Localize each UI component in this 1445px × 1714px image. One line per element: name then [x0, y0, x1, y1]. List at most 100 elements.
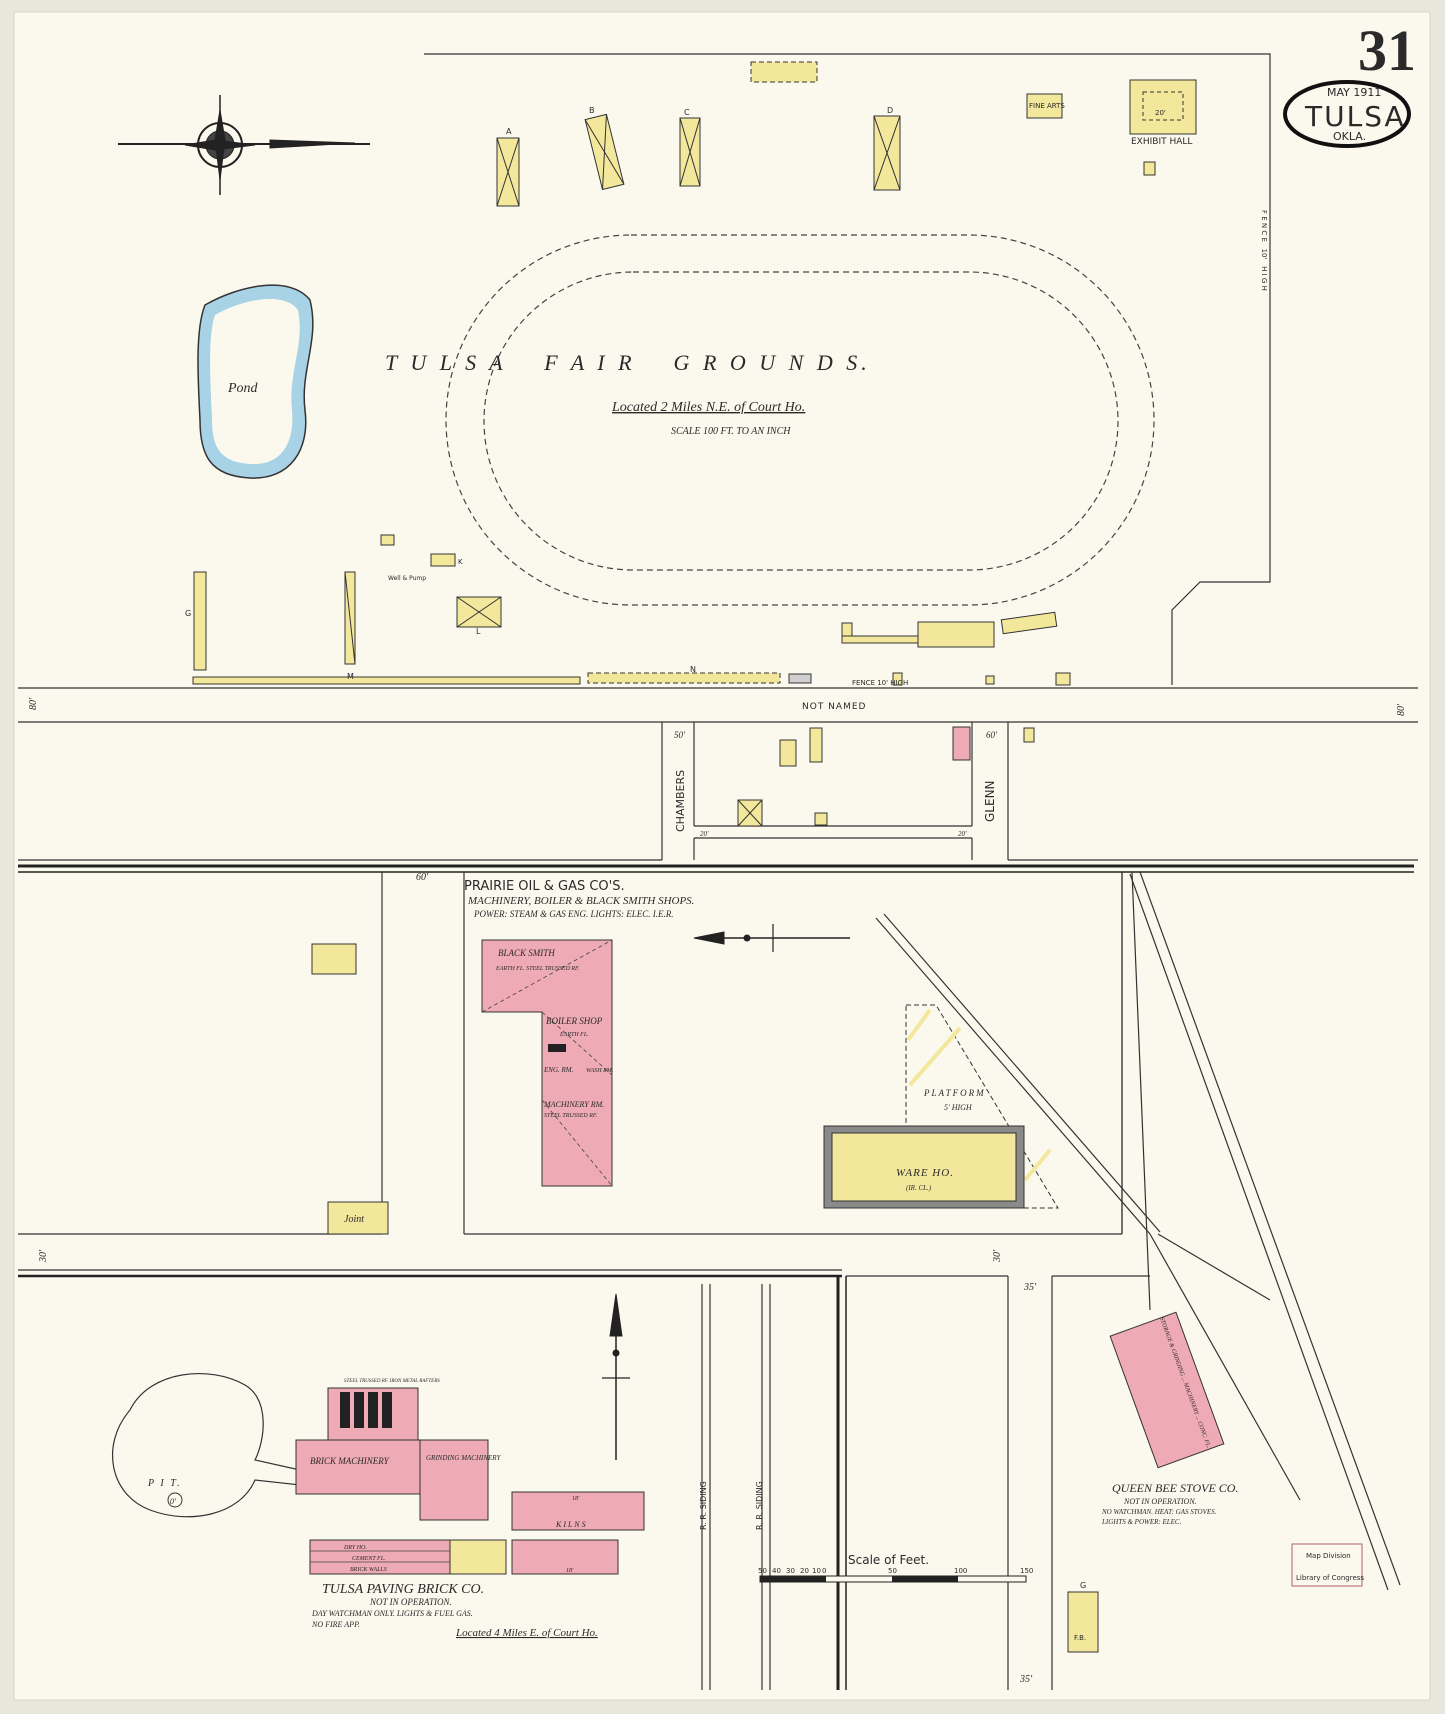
kiln-stacks-icon	[340, 1392, 392, 1428]
kiln-dim-2: 18'	[566, 1568, 574, 1574]
street-width-80-left: 80'	[28, 697, 39, 710]
north-arrow-icon	[693, 924, 850, 952]
kilns-label: K I L N S	[555, 1520, 586, 1529]
street-width-30-left: 30'	[38, 1249, 49, 1263]
queen-bee-building	[1109, 1311, 1225, 1469]
scale-tick-label: 10	[812, 1567, 821, 1575]
sheet-number: 31	[1358, 18, 1416, 83]
street-width-60: 60'	[986, 730, 998, 740]
warehouse	[831, 1132, 1017, 1202]
boiler-shop-label: BOILER SHOP	[546, 1016, 603, 1026]
street-width-35-bottom: 35'	[1019, 1674, 1033, 1685]
fairgrounds-scale-note: SCALE 100 FT. TO AN INCH	[671, 426, 791, 437]
race-track	[445, 234, 1155, 606]
roof-note: STEEL TRUSSED RF. IRON METAL RAFTERS	[344, 1379, 440, 1384]
building-label-m: M	[347, 672, 354, 681]
exhibit-hall-label: EXHIBIT HALL	[1131, 137, 1192, 147]
machinery-note: STEEL TRUSSED RF.	[544, 1113, 597, 1119]
pit-label: P I T.	[147, 1478, 182, 1489]
cement-label: CEMENT FL.	[352, 1556, 386, 1562]
queen-bee-watch: NO WATCHMAN. HEAT: GAS STOVES.	[1101, 1508, 1217, 1516]
fairgrounds-outline	[424, 53, 1271, 685]
street-width-30-mid: 30'	[992, 1249, 1003, 1263]
warehouse-label: WARE HO.	[896, 1167, 954, 1179]
black-smith-note: EARTH FL. STEEL TRUSSED RF.	[495, 966, 579, 972]
black-smith-label: BLACK SMITH	[498, 948, 555, 958]
fairgrounds-title: T U L S A F A I R G R O U N D S.	[385, 350, 871, 375]
railroad-main	[18, 864, 1414, 873]
scale-tick-label: 20	[800, 1567, 809, 1575]
platform-note: 5' HIGH	[944, 1103, 973, 1112]
rr-siding-2: R. R. SIDING	[755, 1481, 764, 1530]
brick-co-fire: NO FIRE APP.	[311, 1620, 360, 1629]
cartouche-state: OKLA.	[1333, 130, 1366, 143]
scale-tick-label: 0	[822, 1567, 826, 1575]
middle-block-buildings	[737, 726, 1035, 827]
city-cartouche	[1283, 80, 1411, 148]
street-width-50: 50'	[674, 730, 686, 740]
building-g-lower	[1067, 1591, 1099, 1653]
street-glenn-label: GLENN	[983, 780, 997, 822]
brick-walls-label: BRICK WALLS	[350, 1567, 387, 1573]
eng-rm-label: ENG. RM.	[543, 1066, 574, 1074]
warehouse-note: (IR. CL.)	[906, 1184, 932, 1192]
fence-right-label: F E N C E 10' H I G H	[1260, 210, 1268, 291]
hall-dim-label: 20'	[1155, 109, 1166, 117]
scale-tick-label: 150	[1020, 1567, 1033, 1575]
brick-co-location: Located 4 Miles E. of Court Ho.	[455, 1627, 598, 1639]
cartouche-city: TULSA	[1304, 100, 1406, 133]
north-arrow-lower-icon	[602, 1293, 630, 1460]
prairie-title: PRAIRIE OIL & GAS CO'S.	[464, 879, 625, 894]
street-width-60b: 60'	[416, 872, 429, 883]
queen-bee-lights: LIGHTS & POWER: ELEC.	[1101, 1518, 1182, 1526]
building-label-g-lower: G	[1080, 1581, 1086, 1590]
dry-ho-label: DRY HO.	[343, 1545, 367, 1551]
stamp-line-1: Map Division	[1306, 1552, 1351, 1560]
pond-label: Pond	[227, 381, 259, 396]
well-pump-label: Well & Pump	[388, 575, 426, 582]
kiln-dim: 18'	[572, 1496, 580, 1502]
prairie-power: POWER: STEAM & GAS ENG. LIGHTS: ELEC. I.…	[473, 909, 673, 919]
street-width-35-top: 35'	[1023, 1282, 1037, 1293]
scale-tick-label: 100	[954, 1567, 967, 1575]
map-paper	[13, 11, 1431, 1701]
building-label-fb: F.B.	[1074, 1634, 1086, 1642]
pit-depth-marker	[167, 1492, 183, 1508]
cartouche-date: MAY 1911	[1327, 86, 1381, 99]
street-not-named-label: NOT NAMED	[802, 702, 866, 712]
library-stamp: Map Division Library of Congress	[1291, 1543, 1364, 1587]
rr-siding-1: R. R. SIDING	[699, 1481, 708, 1530]
boiler-note: EARTH FL.	[559, 1032, 589, 1038]
scale-tick-label: 50	[758, 1567, 767, 1575]
grinding-label: GRINDING MACHINERY	[426, 1454, 501, 1462]
machinery-rm-label: MACHINERY RM.	[543, 1100, 604, 1109]
street-width-20: 20'	[700, 830, 709, 838]
brick-co-status: NOT IN OPERATION.	[369, 1597, 452, 1607]
wash-rm-label: WASH RM.	[586, 1068, 613, 1074]
queen-bee-title: QUEEN BEE STOVE CO.	[1112, 1481, 1238, 1495]
queen-bee-status: NOT IN OPERATION.	[1123, 1497, 1197, 1506]
building-label-c: C	[684, 108, 690, 117]
fine-arts-label: FINE ARTS	[1029, 102, 1065, 110]
fairgrounds-location-note: Located 2 Miles N.E. of Court Ho.	[611, 400, 805, 415]
building-label-k: K	[458, 558, 463, 566]
building-label-a: A	[506, 127, 512, 136]
scale-tick-label: 30	[786, 1567, 795, 1575]
brick-co-watch: DAY WATCHMAN ONLY. LIGHTS & FUEL GAS.	[311, 1609, 473, 1618]
building-label-b: B	[589, 106, 595, 115]
fairground-buildings	[192, 61, 1197, 686]
railroad-lower	[18, 1274, 847, 1690]
brick-co-title: TULSA PAVING BRICK CO.	[322, 1582, 484, 1597]
street-chambers-label: CHAMBERS	[674, 770, 687, 832]
joint-label: Joint	[344, 1214, 364, 1225]
building-label-l: L	[476, 627, 481, 636]
boiler-icon	[548, 1044, 566, 1052]
lower-street-lines	[701, 1275, 1150, 1690]
joint-building	[327, 1201, 389, 1235]
building-b-west	[311, 943, 357, 975]
prairie-subtitle: MACHINERY, BOILER & BLACK SMITH SHOPS.	[467, 895, 694, 907]
scale-bar-title: Scale of Feet.	[848, 1553, 929, 1567]
street-width-80-right: 80'	[1396, 703, 1407, 716]
building-label-d: D	[887, 106, 893, 115]
